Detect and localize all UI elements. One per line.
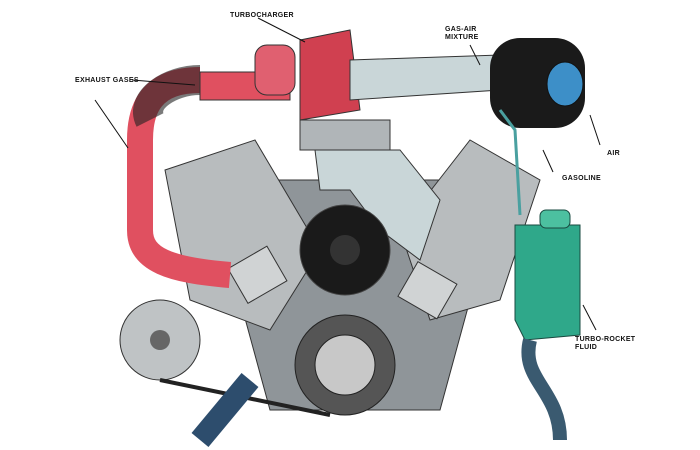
- label-exhaust-gases: EXHAUST GASES: [75, 77, 139, 84]
- label-turbocharger: TURBOCHARGER: [230, 12, 294, 19]
- turbocharger: [299, 29, 361, 121]
- right-piston: [397, 260, 458, 320]
- intake-pipe: [349, 54, 501, 101]
- lower-hose: [191, 372, 259, 448]
- intake-manifold: [314, 149, 441, 261]
- leader-lines: [94, 17, 601, 331]
- gasoline-line: [498, 109, 522, 216]
- label-gasoline: GASOLINE: [562, 175, 601, 182]
- left-piston: [227, 245, 288, 305]
- label-turbo-rocket-fluid-line1: TURBO-ROCKET: [575, 336, 636, 343]
- label-air: AIR: [607, 150, 620, 157]
- label-turbo-rocket-fluid-line2: FLUID: [575, 344, 598, 351]
- label-gas-air-mixture-line2: MIXTURE: [445, 34, 479, 41]
- label-gas-air-mixture-line1: GAS-AIR: [445, 26, 477, 33]
- turbo-rocket-fluid-tank: [514, 224, 581, 341]
